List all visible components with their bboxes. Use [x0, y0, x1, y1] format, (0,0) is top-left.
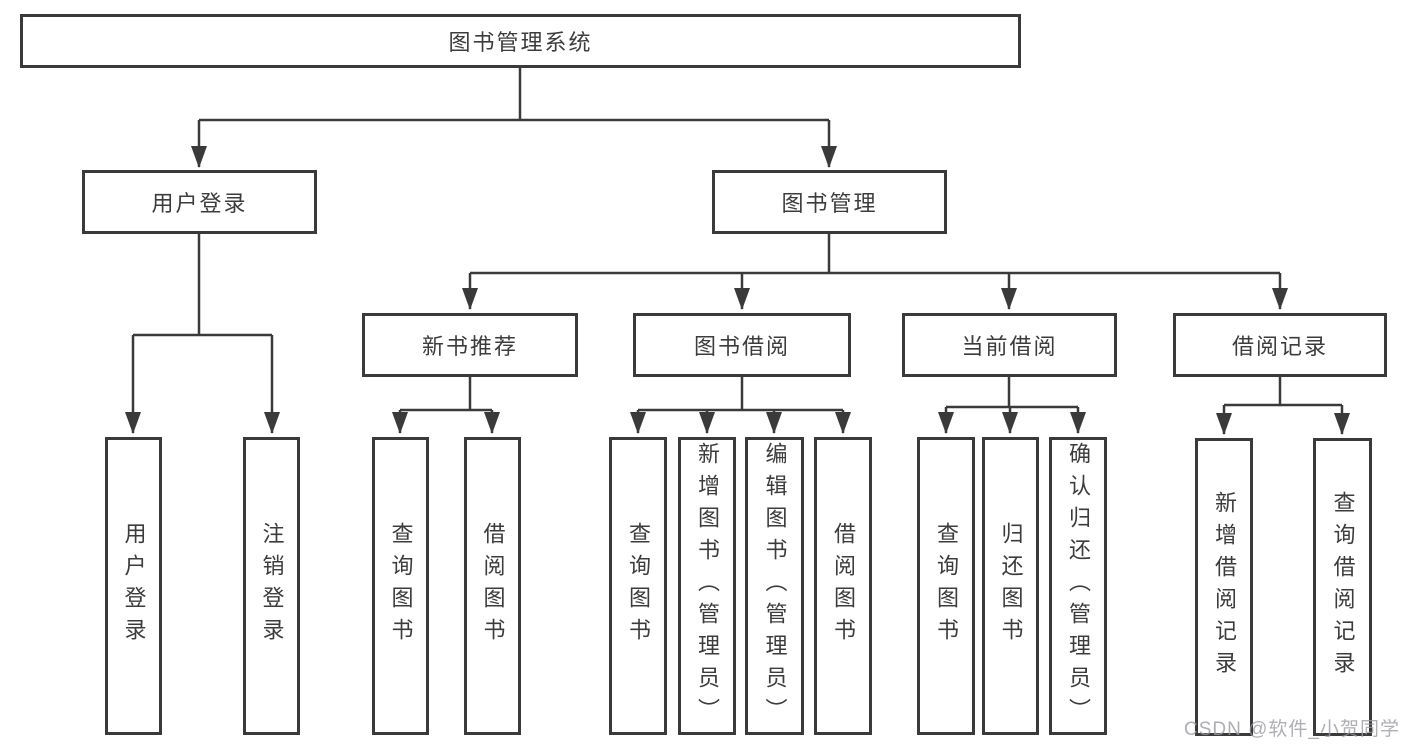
- node-current-borrowing-label: 当前借阅: [961, 334, 1058, 359]
- leaf-borrowing-borrow-books: 借阅图书: [814, 437, 872, 735]
- connector-book-management: [462, 234, 1288, 310]
- node-user-login: 用户登录: [82, 170, 317, 234]
- leaf-current-query-books: 查询图书: [917, 437, 975, 735]
- leaf-user-login-label: 用户登录: [121, 522, 147, 650]
- leaf-borrowing-query-books-label: 查询图书: [626, 522, 651, 650]
- leaf-borrowing-query-books: 查询图书: [609, 437, 667, 735]
- connector-book-borrowing: [630, 377, 851, 434]
- leaf-recommend-borrow-books-label: 借阅图书: [480, 522, 506, 650]
- leaf-current-return-books-label: 归还图书: [998, 522, 1024, 650]
- node-book-borrowing-label: 图书借阅: [693, 334, 790, 359]
- connector-borrowing-records: [1216, 377, 1350, 435]
- leaf-recommend-query-books: 查询图书: [372, 437, 429, 735]
- node-book-management: 图书管理: [712, 170, 947, 234]
- leaf-logout: 注销登录: [243, 437, 300, 735]
- leaf-borrowing-borrow-books-label: 借阅图书: [831, 522, 856, 650]
- node-root-label: 图书管理系统: [448, 30, 593, 55]
- connector-current-borrowing: [938, 377, 1086, 434]
- node-root: 图书管理系统: [20, 14, 1021, 68]
- node-current-borrowing: 当前借阅: [902, 313, 1117, 377]
- leaf-borrowing-add-books-label: 新增图书（管理员）: [695, 442, 720, 730]
- node-book-borrowing: 图书借阅: [633, 313, 851, 377]
- leaf-current-return-books: 归还图书: [982, 437, 1039, 735]
- leaf-borrowing-edit-books: 编辑图书（管理员）: [745, 437, 804, 735]
- leaf-records-query-record: 查询借阅记录: [1313, 438, 1372, 736]
- leaf-borrowing-edit-books-label: 编辑图书（管理员）: [762, 442, 788, 730]
- connector-user-login: [125, 234, 280, 434]
- node-new-book-recommend: 新书推荐: [362, 313, 578, 377]
- node-borrowing-records: 借阅记录: [1173, 313, 1387, 377]
- leaf-current-query-books-label: 查询图书: [934, 522, 959, 650]
- connector-new-book-recommend: [392, 377, 500, 434]
- leaf-records-query-record-label: 查询借阅记录: [1330, 491, 1356, 683]
- leaf-user-login: 用户登录: [105, 437, 162, 735]
- leaf-recommend-query-books-label: 查询图书: [388, 522, 414, 650]
- leaf-records-add-record-label: 新增借阅记录: [1212, 491, 1237, 683]
- leaf-current-confirm-return-label: 确认归还（管理员）: [1066, 442, 1091, 730]
- leaf-borrowing-add-books: 新增图书（管理员）: [678, 437, 736, 735]
- leaf-records-add-record: 新增借阅记录: [1195, 438, 1253, 736]
- node-borrowing-records-label: 借阅记录: [1231, 334, 1328, 359]
- leaf-current-confirm-return: 确认归还（管理员）: [1049, 437, 1107, 735]
- node-book-management-label: 图书管理: [781, 191, 878, 216]
- leaf-recommend-borrow-books: 借阅图书: [464, 437, 521, 735]
- node-user-login-label: 用户登录: [151, 191, 248, 216]
- leaf-logout-label: 注销登录: [259, 522, 285, 650]
- connector-root: [191, 68, 837, 168]
- watermark: CSDN @软件_小贺同学: [1184, 719, 1400, 740]
- node-new-book-recommend-label: 新书推荐: [421, 334, 518, 359]
